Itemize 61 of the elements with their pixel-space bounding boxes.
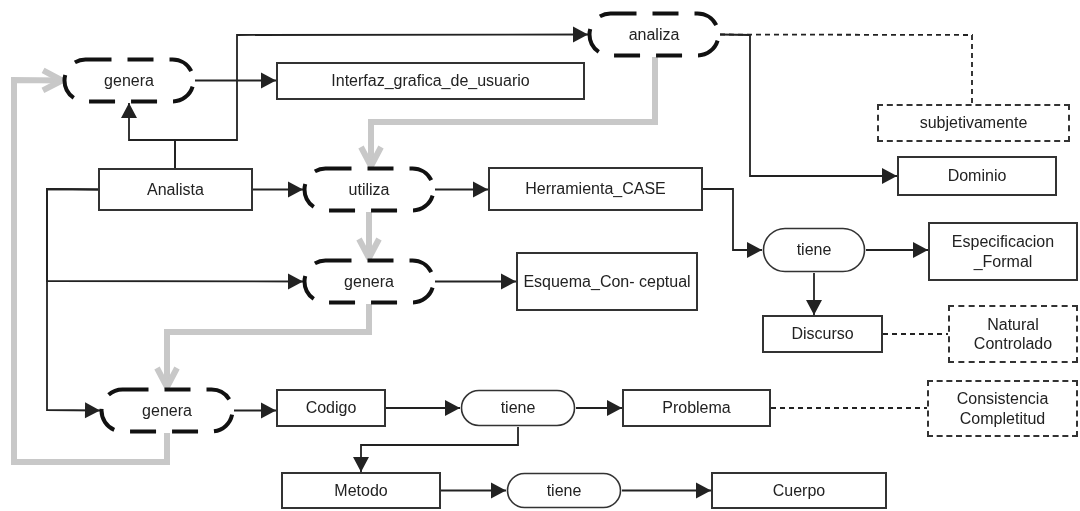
flow-arrow	[356, 212, 382, 261]
arrow	[702, 188, 763, 258]
node-label: tiene	[796, 240, 832, 260]
node-label: utiliza	[348, 179, 390, 200]
arrow	[865, 242, 929, 258]
node-label: genera	[344, 271, 394, 292]
flow-arrow	[358, 57, 658, 169]
node-label: genera	[142, 400, 192, 421]
arrow	[806, 272, 822, 316]
node-label: Especificacion _Formal	[950, 232, 1056, 271]
node-label: Cuerpo	[772, 480, 826, 501]
connector-line	[882, 333, 949, 335]
rounded-node	[460, 389, 576, 427]
node-label: Esquema_Con- ceptual	[523, 271, 691, 292]
arrow	[621, 482, 712, 499]
process-box	[622, 389, 771, 427]
arrow	[440, 482, 507, 499]
node-label: tiene	[500, 398, 536, 418]
node-label: Analista	[147, 179, 204, 200]
process-box	[276, 62, 585, 100]
arrow	[233, 402, 277, 419]
process-box	[516, 252, 698, 311]
process-box	[488, 167, 703, 211]
arrow	[252, 181, 304, 198]
process-box	[897, 156, 1057, 196]
connector-line	[719, 33, 973, 105]
process-box	[928, 222, 1078, 281]
process-box	[98, 168, 253, 211]
connector-line	[770, 407, 928, 409]
arrow	[194, 72, 277, 89]
dashed-box	[927, 380, 1078, 437]
rounded-node	[506, 472, 622, 509]
node-label: Consistencia Completitud	[955, 389, 1050, 428]
arrow	[385, 400, 461, 416]
rounded-node	[762, 227, 866, 273]
arrow	[353, 426, 519, 473]
node-label: subjetivamente	[919, 113, 1028, 133]
arrow	[174, 26, 589, 169]
dashed-box	[877, 104, 1070, 142]
process-box	[762, 315, 883, 353]
node-label: Codigo	[305, 398, 357, 418]
node-label: tiene	[546, 480, 582, 501]
process-box	[281, 472, 441, 509]
dashed-box	[948, 305, 1078, 363]
node-label: Natural Controlado	[972, 314, 1054, 354]
node-label: Problema	[662, 398, 731, 418]
arrow	[434, 181, 489, 198]
arrow	[46, 188, 101, 419]
node-label: Metodo	[334, 480, 388, 501]
process-box	[276, 389, 386, 427]
node-label: Discurso	[791, 324, 854, 344]
process-box	[711, 472, 887, 509]
node-label: Dominio	[947, 166, 1007, 186]
arrow	[575, 400, 623, 416]
node-label: Herramienta_CASE	[525, 179, 666, 199]
arrow	[434, 273, 517, 290]
flow-arrow	[154, 304, 372, 390]
node-label: analiza	[628, 24, 680, 45]
flow-arrow	[11, 67, 170, 465]
node-label: genera	[104, 70, 154, 91]
node-label: Interfaz_grafica_de_usuario	[331, 71, 530, 91]
